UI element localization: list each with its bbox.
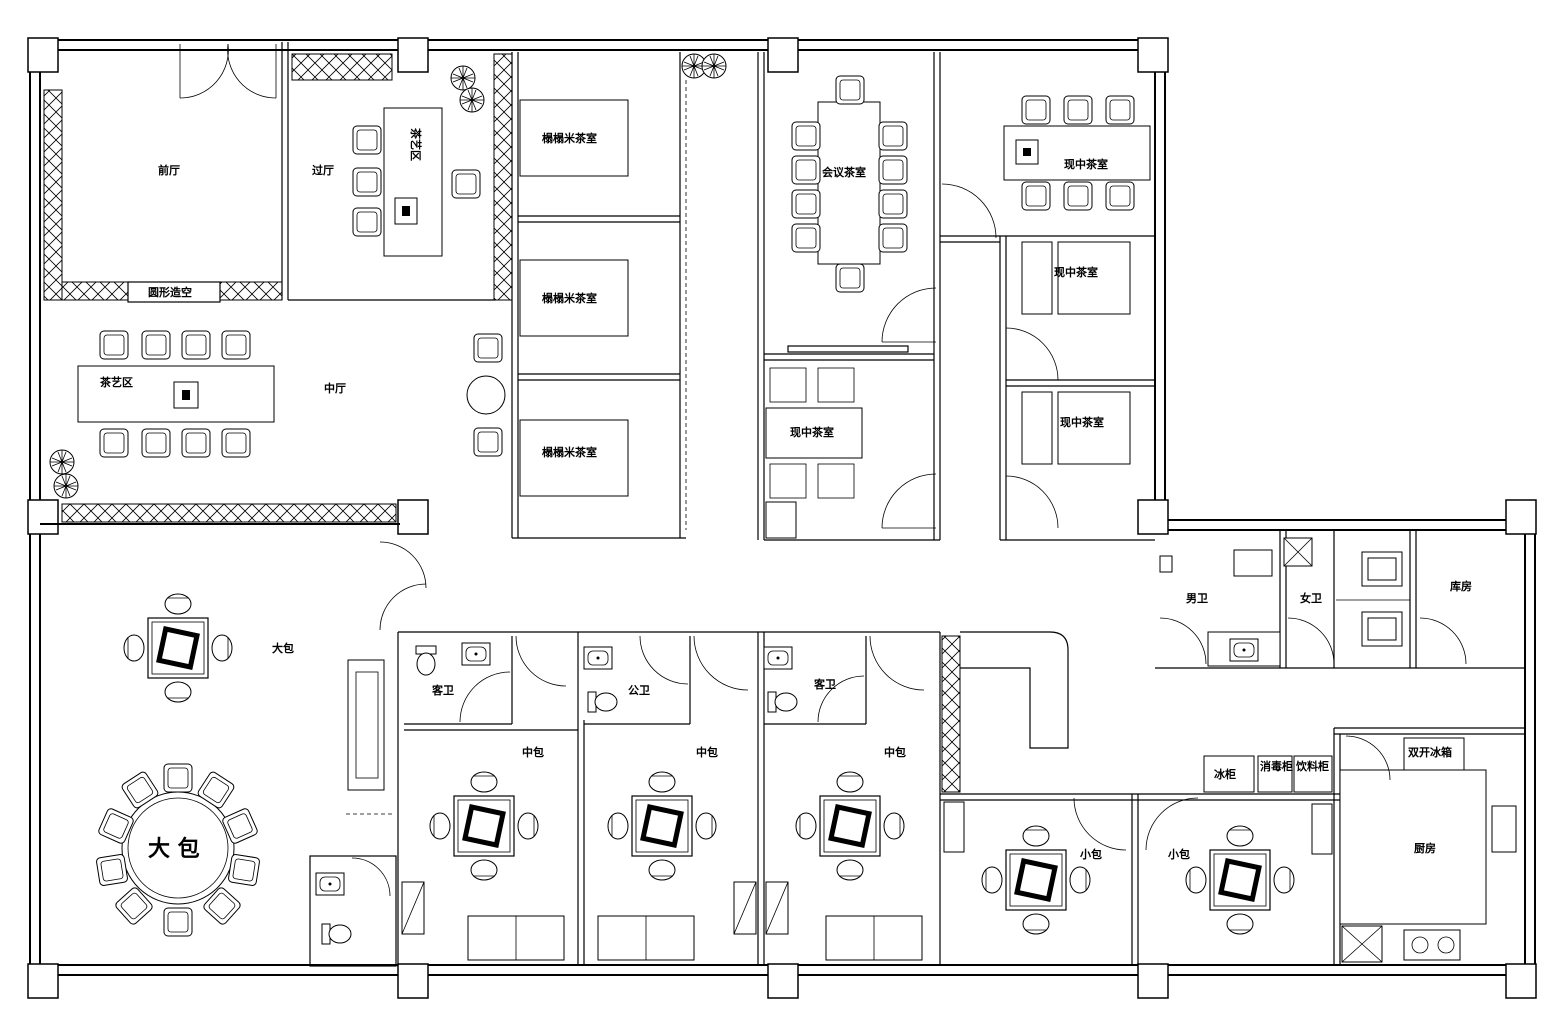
label-men-wc: 男卫 <box>1186 592 1208 605</box>
kitchen-area <box>1203 727 1525 965</box>
label-front-hall: 前厅 <box>158 163 180 177</box>
label-large-room-2: 大 包 <box>148 836 200 862</box>
small-rooms <box>940 631 1340 965</box>
label-medium-2: 中包 <box>696 745 718 759</box>
label-modern-tea-2: 现中茶室 <box>1054 265 1098 279</box>
room-labels: 前厅 过厅 圆形造空 茶艺区 茶艺区 中厅 榻榻米茶室 榻榻米茶室 榻榻米茶室 … <box>99 127 1472 862</box>
label-screen-wall: 圆形造空 <box>148 285 192 299</box>
label-double-fridge: 双开冰箱 <box>1408 745 1452 759</box>
columns <box>27 37 1537 999</box>
label-public-wc: 公卫 <box>628 684 650 697</box>
label-guest-wc-2: 客卫 <box>813 677 836 691</box>
label-small-2: 小包 <box>1167 847 1190 861</box>
label-guest-wc-1: 客卫 <box>431 683 454 697</box>
label-tatami-1: 榻榻米茶室 <box>542 131 597 145</box>
middle-hall-furniture <box>40 330 506 525</box>
tatami-rooms <box>511 52 687 539</box>
label-fridge: 冰柜 <box>1214 767 1236 781</box>
medium-rooms <box>397 631 941 965</box>
label-large-room-1: 大包 <box>272 641 294 655</box>
label-modern-tea-3: 现中茶室 <box>790 425 834 439</box>
label-medium-3: 中包 <box>884 745 906 759</box>
label-tea-area-top: 茶艺区 <box>409 127 423 161</box>
label-tea-area-mid: 茶艺区 <box>99 375 133 389</box>
label-kitchen: 厨房 <box>1414 841 1436 855</box>
label-modern-tea-1: 现中茶室 <box>1064 157 1108 171</box>
meeting-and-tea-rooms <box>757 52 941 541</box>
label-meeting-room: 会议茶室 <box>822 165 866 179</box>
label-small-1: 小包 <box>1079 847 1102 861</box>
right-tea-rooms <box>940 95 1155 541</box>
label-passage-hall: 过厅 <box>312 163 334 177</box>
label-storage: 库房 <box>1450 579 1472 593</box>
label-drinks: 饮料柜 <box>1295 759 1329 773</box>
label-tatami-3: 榻榻米茶室 <box>542 445 597 459</box>
label-medium-1: 中包 <box>522 745 544 759</box>
label-women-wc: 女卫 <box>1300 591 1322 605</box>
front-hall-area <box>43 42 727 303</box>
large-private-room <box>95 541 427 967</box>
label-middle-hall: 中厅 <box>324 381 346 395</box>
label-sterilizer: 消毒柜 <box>1260 759 1293 773</box>
label-tatami-2: 榻榻米茶室 <box>542 291 597 305</box>
label-modern-tea-4: 现中茶室 <box>1060 415 1104 429</box>
restrooms-storage <box>1155 530 1525 669</box>
